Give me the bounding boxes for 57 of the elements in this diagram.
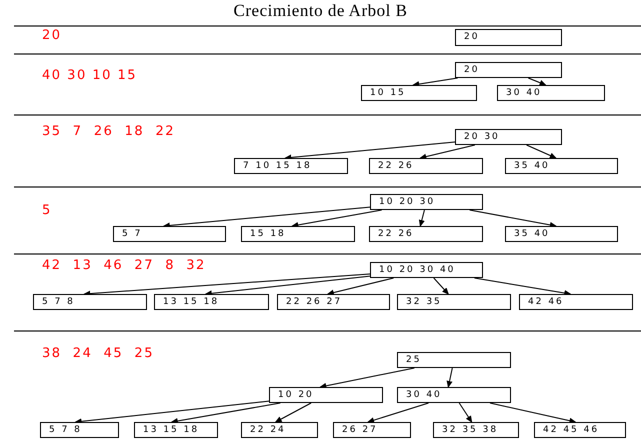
inserted-keys-label: 20 bbox=[42, 28, 62, 43]
arrow bbox=[433, 278, 449, 295]
inserted-keys-label: 35 7 26 18 22 bbox=[42, 124, 175, 139]
tree-node-box: 42 46 bbox=[519, 294, 633, 310]
tree-node-box: 20 bbox=[455, 62, 562, 78]
arrow bbox=[326, 278, 394, 296]
tree-node-box: 10 20 bbox=[269, 387, 383, 403]
arrow bbox=[412, 78, 458, 88]
tree-node-box: 15 18 bbox=[241, 226, 355, 242]
tree-node-box: 10 20 30 bbox=[370, 194, 483, 210]
tree-node-box: 32 35 bbox=[397, 294, 511, 310]
tree-node-box: 5 7 bbox=[113, 226, 226, 242]
arrow bbox=[284, 142, 456, 160]
arrow bbox=[469, 210, 557, 228]
tree-node-box: 22 26 27 bbox=[277, 294, 390, 310]
tree-node-box: 22 26 bbox=[369, 158, 483, 174]
tree-node-box: 10 15 bbox=[361, 85, 477, 101]
arrow bbox=[170, 402, 281, 424]
tree-node-box: 26 27 bbox=[333, 422, 411, 438]
arrow bbox=[291, 210, 382, 228]
inserted-keys-label: 40 30 10 15 bbox=[42, 68, 138, 83]
arrow bbox=[274, 402, 312, 422]
diagram-title: Crecimiento de Arbol B bbox=[232, 1, 408, 21]
tree-node-box: 25 bbox=[397, 352, 511, 368]
arrow bbox=[419, 144, 476, 160]
tree-node-box: 20 bbox=[455, 29, 562, 46]
arrow bbox=[418, 210, 425, 227]
tree-node-box: 7 10 15 18 bbox=[234, 158, 348, 174]
tree-node-box: 30 40 bbox=[397, 387, 511, 403]
tree-node-box: 5 7 8 bbox=[33, 294, 147, 310]
arrow bbox=[319, 368, 415, 389]
tree-node-box: 22 24 bbox=[241, 422, 318, 438]
arrow bbox=[474, 278, 572, 296]
tree-node-box: 42 45 46 bbox=[534, 422, 626, 438]
tree-node-box: 30 40 bbox=[497, 85, 605, 101]
tree-node-box: 20 30 bbox=[455, 129, 562, 145]
tree-node-box: 13 15 18 bbox=[134, 422, 218, 438]
tree-node-box: 35 40 bbox=[505, 226, 618, 242]
arrow bbox=[526, 144, 557, 158]
tree-node-box: 22 26 bbox=[369, 226, 483, 242]
arrow bbox=[367, 402, 430, 424]
inserted-keys-label: 5 bbox=[42, 203, 52, 218]
tree-node-box: 13 15 18 bbox=[154, 294, 269, 310]
tree-node-box: 10 20 30 40 bbox=[370, 262, 483, 278]
arrow bbox=[83, 273, 370, 297]
arrow bbox=[446, 368, 453, 388]
arrow bbox=[528, 78, 547, 86]
arrow bbox=[489, 402, 576, 424]
arrow bbox=[458, 402, 472, 423]
arrow bbox=[74, 400, 270, 424]
arrow bbox=[162, 206, 370, 228]
inserted-keys-label: 38 24 45 25 bbox=[42, 346, 154, 361]
tree-node-box: 32 35 38 bbox=[433, 422, 519, 438]
tree-node-box: 35 40 bbox=[505, 158, 618, 174]
inserted-keys-label: 42 13 46 27 8 32 bbox=[42, 258, 206, 273]
tree-node-box: 5 7 8 bbox=[40, 422, 119, 438]
arrow bbox=[204, 276, 370, 296]
